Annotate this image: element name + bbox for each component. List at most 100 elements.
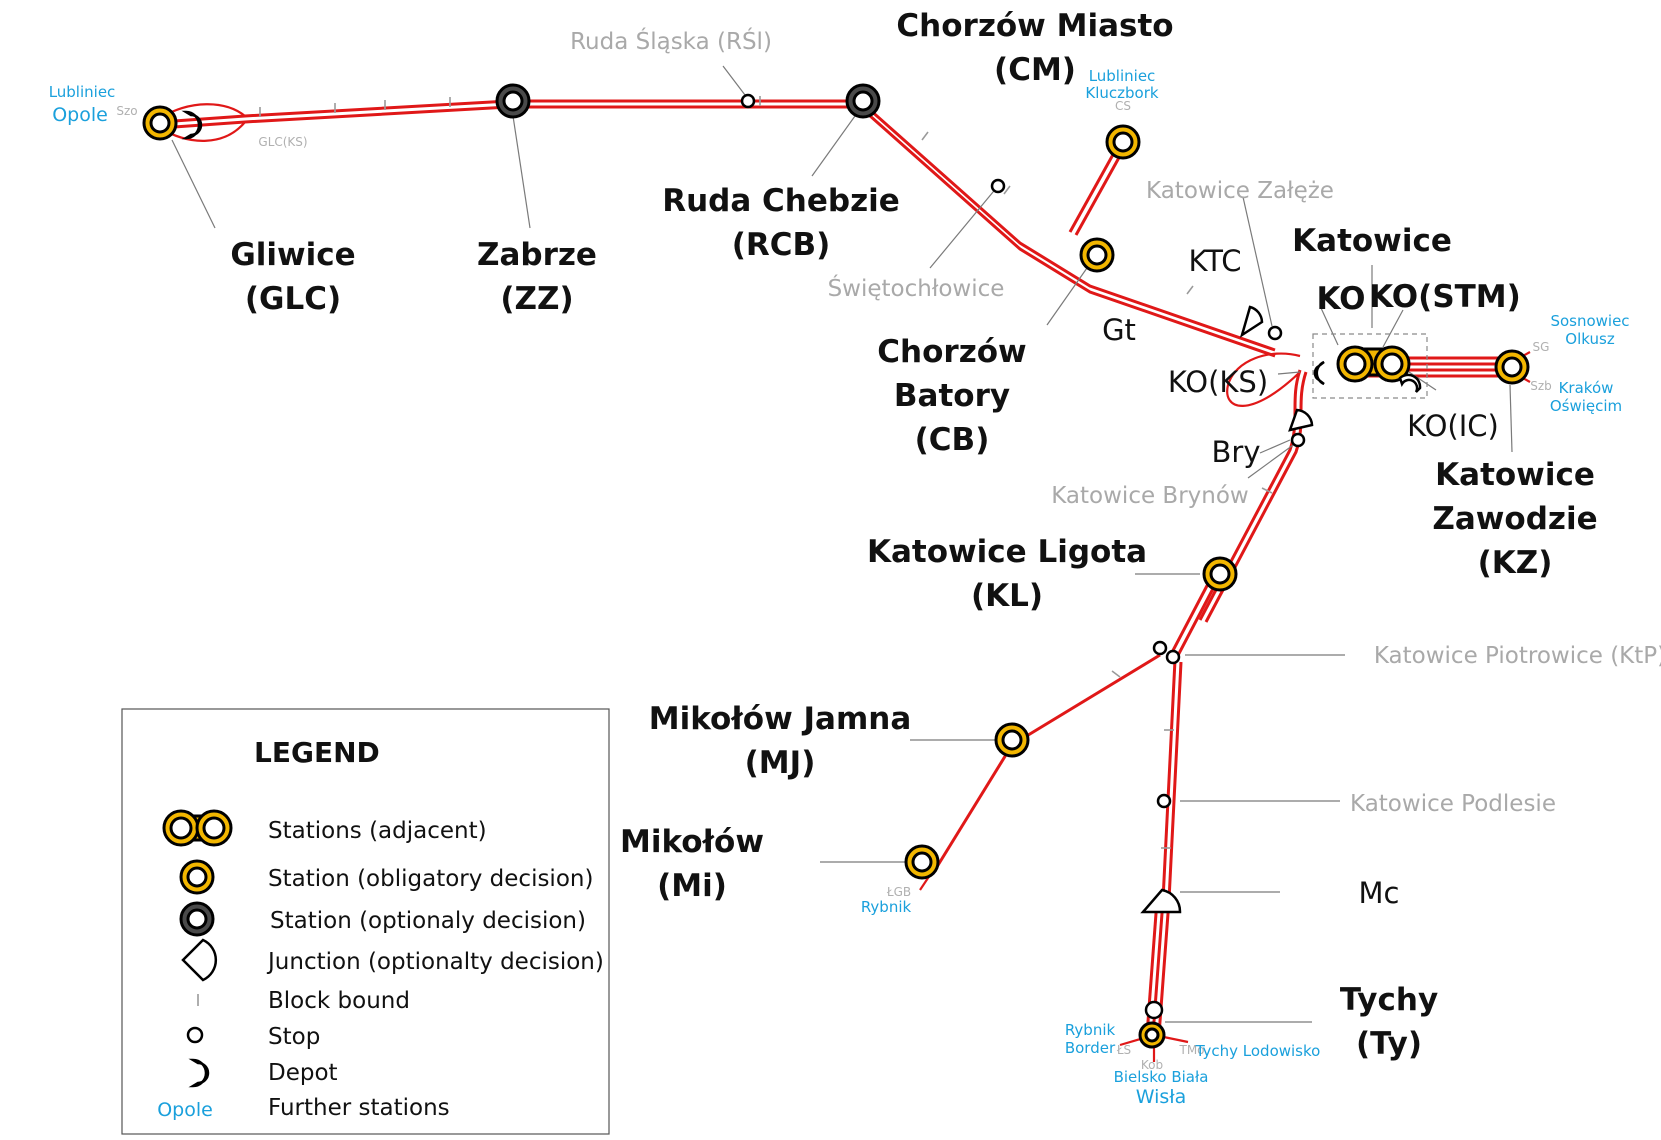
stop-katowice-brynow[interactable] bbox=[1290, 432, 1306, 448]
track-ligota-ktp-2 bbox=[1172, 582, 1218, 664]
label-chorzow-batory-line2: Batory bbox=[894, 378, 1010, 414]
stop-ruda-slaska[interactable] bbox=[740, 93, 756, 109]
label-mikolow-jamna-code: (MJ) bbox=[745, 745, 816, 781]
station-mikolow-center bbox=[911, 851, 933, 873]
label-sosnowiec: Sosnowiec bbox=[1550, 312, 1629, 330]
leader-ruda-chebzie bbox=[811, 115, 856, 177]
legend-label-block-bound: Block bound bbox=[268, 988, 410, 1014]
leader-katowice-zaleze bbox=[1242, 196, 1273, 327]
label-katowice-ligota-name: Katowice Ligota bbox=[867, 534, 1147, 570]
station-chorzow-miasto-center bbox=[1112, 131, 1134, 153]
label-kob: Kob bbox=[1141, 1058, 1163, 1072]
label-katowice-ko-stm: KO(STM) bbox=[1369, 279, 1521, 315]
labels: Gliwice (GLC) Zabrze (ZZ) Ruda Chebzie (… bbox=[49, 8, 1661, 1108]
label-ko-ic: KO(IC) bbox=[1407, 409, 1499, 443]
legend-label-adjacent: Stations (adjacent) bbox=[268, 818, 487, 844]
station-mikolow-jamna-center bbox=[1001, 729, 1023, 751]
label-chorzow-miasto-name: Chorzów Miasto bbox=[896, 8, 1173, 44]
stop-katowice-podlesie[interactable] bbox=[1156, 793, 1172, 809]
track-mj-mi bbox=[933, 744, 1014, 871]
junction-ktc-icon[interactable] bbox=[1239, 305, 1264, 338]
label-bielsko-biala: Bielsko Biała bbox=[1114, 1068, 1209, 1086]
label-gt: Gt bbox=[1102, 313, 1136, 347]
label-olkusz: Olkusz bbox=[1565, 330, 1615, 348]
leader-katowice-brynow bbox=[1247, 439, 1301, 479]
block-bound bbox=[921, 131, 929, 141]
optional-station-icon-inner bbox=[186, 908, 208, 930]
label-katowice-name: Katowice bbox=[1292, 223, 1452, 259]
label-glc-ks: GLC(KS) bbox=[258, 135, 307, 149]
stops bbox=[740, 93, 1306, 1020]
label-tychy-name: Tychy bbox=[1340, 982, 1438, 1018]
block-bounds bbox=[259, 96, 1273, 849]
stop-katowice-zaleze[interactable] bbox=[1267, 325, 1283, 341]
label-sg: SG bbox=[1533, 340, 1550, 354]
depot-icon bbox=[188, 1058, 210, 1088]
label-ruda-chebzie-name: Ruda Chebzie bbox=[662, 183, 900, 219]
leader-swietochlowice bbox=[929, 185, 999, 269]
label-katowice-zawodzie-code: (KZ) bbox=[1478, 545, 1553, 581]
label-gliwice-name: Gliwice bbox=[230, 237, 355, 273]
label-wisla: Wisła bbox=[1136, 1086, 1187, 1108]
block-bound bbox=[1186, 285, 1194, 295]
depot-gliwice-icon[interactable] bbox=[181, 110, 203, 140]
label-szo: Szo bbox=[116, 104, 137, 118]
junctions bbox=[181, 110, 1422, 914]
label-katowice-ko: KO bbox=[1317, 281, 1366, 317]
track-cm-branch-2 bbox=[1074, 144, 1128, 236]
label-tmo: TMo bbox=[1178, 1043, 1204, 1057]
label-zabrze-code: (ZZ) bbox=[500, 281, 573, 317]
track-spacer bbox=[1040, 107, 1060, 115]
leader-ruda-slaska bbox=[722, 65, 746, 96]
label-cs: CS bbox=[1115, 99, 1131, 113]
junction-bry-icon[interactable] bbox=[1288, 408, 1314, 432]
leader-ko bbox=[1320, 307, 1339, 346]
leader-katowice-zawodzie bbox=[1509, 384, 1513, 453]
stop-katowice-piotrowice-a[interactable] bbox=[1152, 640, 1168, 656]
stop-tychy[interactable] bbox=[1144, 1000, 1164, 1020]
block-bound bbox=[1261, 487, 1273, 494]
legend-label-stop: Stop bbox=[268, 1024, 320, 1050]
label-katowice-zawodzie-line2: Zawodzie bbox=[1432, 501, 1597, 537]
label-ruda-slaska: Ruda Śląska (RŚl) bbox=[570, 27, 772, 55]
leader-ko-stm bbox=[1382, 309, 1404, 348]
legend: LEGEND Stations (adjacent) Station (obli… bbox=[121, 708, 610, 1135]
label-rybnik: Rybnik bbox=[861, 898, 912, 916]
depot-ko-ks-icon[interactable] bbox=[1313, 360, 1325, 386]
label-gliwice-code: (GLC) bbox=[245, 281, 341, 317]
obligatory-station-icon-inner bbox=[186, 866, 208, 888]
junction-mc-icon[interactable] bbox=[1140, 888, 1182, 914]
depot-ko-ic-icon[interactable] bbox=[1398, 373, 1422, 393]
station-gliwice-center bbox=[149, 112, 171, 134]
label-katowice-piotrowice: Katowice Piotrowice (KtP) bbox=[1374, 643, 1661, 669]
label-ktc: KTC bbox=[1188, 244, 1241, 278]
label-kluczbork: Kluczbork bbox=[1085, 84, 1158, 102]
label-szb: Szb bbox=[1530, 379, 1552, 393]
legend-title: LEGEND bbox=[254, 736, 380, 769]
double-station-icon-inner-b bbox=[202, 816, 226, 840]
label-mikolow-code: (Mi) bbox=[657, 868, 727, 904]
label-chorzow-batory-code: (CB) bbox=[915, 422, 990, 458]
label-tychy-lodowisko: Tychy Lodowisko bbox=[1195, 1042, 1321, 1060]
label-ruda-chebzie-code: (RCB) bbox=[732, 227, 831, 263]
label-swietochlowice: Świętochłowice bbox=[828, 274, 1005, 302]
label-chorzow-batory-line1: Chorzów bbox=[877, 334, 1026, 370]
station-katowice-ko-stm-center bbox=[1380, 352, 1404, 376]
stop-katowice-piotrowice-b[interactable] bbox=[1165, 649, 1181, 665]
label-rybnik-border-2: Border bbox=[1065, 1039, 1116, 1057]
label-mc: Mc bbox=[1359, 876, 1400, 910]
station-katowice-ko-center bbox=[1343, 352, 1367, 376]
station-zabrze-center bbox=[502, 90, 524, 112]
label-tychy-code: (Ty) bbox=[1356, 1026, 1422, 1062]
label-rybnik-border-1: Rybnik bbox=[1065, 1021, 1116, 1039]
station-ruda-chebzie-center bbox=[852, 90, 874, 112]
station-katowice-ligota-center bbox=[1209, 563, 1231, 585]
label-oswiecim: Oświęcim bbox=[1550, 397, 1622, 415]
label-lubliniec-north: Lubliniec bbox=[1089, 67, 1156, 85]
stop-swietochlowice[interactable] bbox=[990, 178, 1006, 194]
leader-zabrze bbox=[512, 115, 531, 229]
station-chorzow-batory-center bbox=[1086, 244, 1108, 266]
block-bound bbox=[1003, 185, 1011, 195]
label-katowice-ligota-code: (KL) bbox=[971, 578, 1043, 614]
